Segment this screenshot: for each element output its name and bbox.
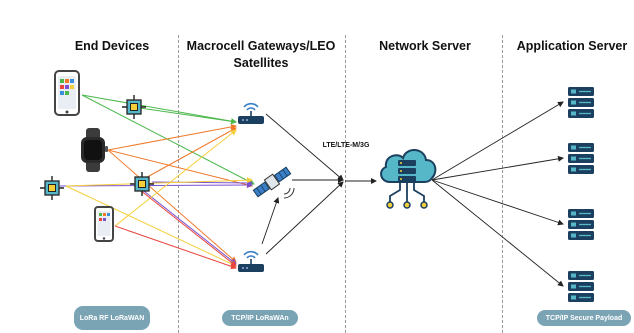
server-rack-icon — [566, 86, 596, 120]
tcp-lorawan-pill: TCP/IP LoRaWAn — [222, 310, 298, 326]
server-rack-icon — [566, 270, 596, 304]
smartwatch-icon — [78, 128, 110, 172]
server-rack-icon — [566, 208, 596, 242]
lte-label: LTE/LTE-M/3G — [322, 142, 370, 149]
smartphone-icon — [54, 70, 80, 116]
wifi-router-icon — [236, 98, 266, 126]
sensor-chip-icon — [122, 95, 146, 119]
tcp-lorawan-pill-label: TCP/IP LoRaWAn — [231, 314, 289, 322]
gateways-header: Macrocell Gateways/LEO Satellites — [186, 39, 336, 70]
lora-pill: LoRa RF LoRaWAN — [74, 306, 150, 330]
sensor-chip-icon — [130, 172, 154, 196]
tcp-secure-pill-label: TCP/IP Secure Payload — [545, 314, 623, 322]
network-server-header: Network Server — [379, 39, 471, 53]
lora-pill-label: LoRa RF LoRaWAN — [79, 314, 145, 322]
application-server-header: Application Server — [516, 39, 628, 53]
wifi-router-icon — [236, 246, 266, 274]
end-devices-header: End Devices — [74, 39, 150, 53]
satellite-icon — [250, 160, 296, 204]
divider-1 — [178, 35, 179, 333]
smartphone-icon — [94, 206, 114, 242]
divider-3 — [502, 35, 503, 333]
tcp-secure-pill: TCP/IP Secure Payload — [537, 310, 631, 326]
divider-2 — [345, 35, 346, 333]
sensor-chip-icon — [40, 176, 64, 200]
cloud-server-icon — [376, 138, 438, 212]
server-rack-icon — [566, 142, 596, 176]
